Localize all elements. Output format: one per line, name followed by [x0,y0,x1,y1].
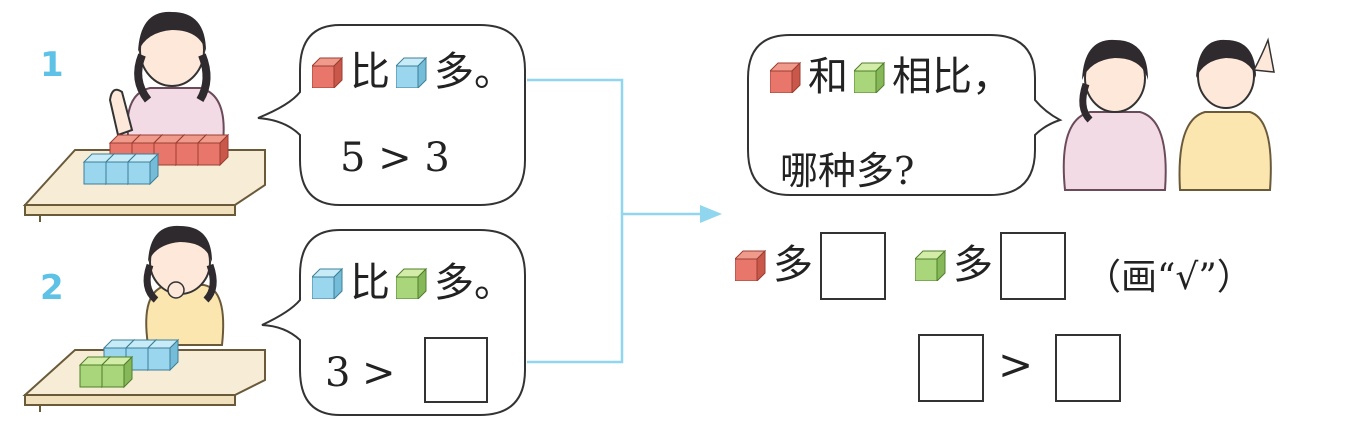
word-more: 多 [773,242,813,288]
answer-red-more: 多 [735,245,813,285]
answer-green-more: 多 [915,245,993,285]
red-cube-icon [312,57,343,88]
check-box-red[interactable] [820,232,886,300]
girls-pair-figure [1062,37,1275,191]
girl-figure-2 [143,225,225,346]
blue-cubes-row [83,153,159,185]
compare-op: > [998,340,1034,389]
green-cube-icon [854,62,885,93]
blue-cube-icon [312,268,343,299]
word-more: 多。 [434,49,514,95]
bubble1-line1: 比 多。 [312,52,514,92]
check-box-green[interactable] [1000,232,1066,300]
red-cube-icon [735,250,766,281]
word-compare: 相比， [892,54,1012,100]
red-cube-icon [770,62,801,93]
green-cube-icon [915,250,946,281]
green-cube-icon [396,268,427,299]
expression-2-left: 3 [325,350,351,396]
step-number-1: 1 [40,45,64,85]
expression-1: 5 > 3 [340,135,450,181]
step-number-2: 2 [40,268,64,308]
word-than: 比 [350,49,390,95]
blue-cube-icon [396,57,427,88]
compare-box-left[interactable] [918,334,984,402]
instruction-text: （画“√”） [1085,257,1253,298]
word-than: 比 [350,260,390,306]
answer-box-2[interactable] [424,337,488,403]
question-line2: 哪种多? [780,149,915,193]
word-and: 和 [808,54,848,100]
word-more: 多。 [434,260,514,306]
green-cubes-row [79,356,133,388]
girl-figure-1 [108,11,225,151]
speech-bubble-question [747,34,1063,196]
word-more: 多 [953,242,993,288]
flow-connector [527,78,722,364]
bubble2-line1: 比 多。 [312,263,514,303]
compare-box-right[interactable] [1055,334,1121,402]
expression-2-op: > [362,350,396,396]
question-line1: 和 相比， [770,57,1012,97]
